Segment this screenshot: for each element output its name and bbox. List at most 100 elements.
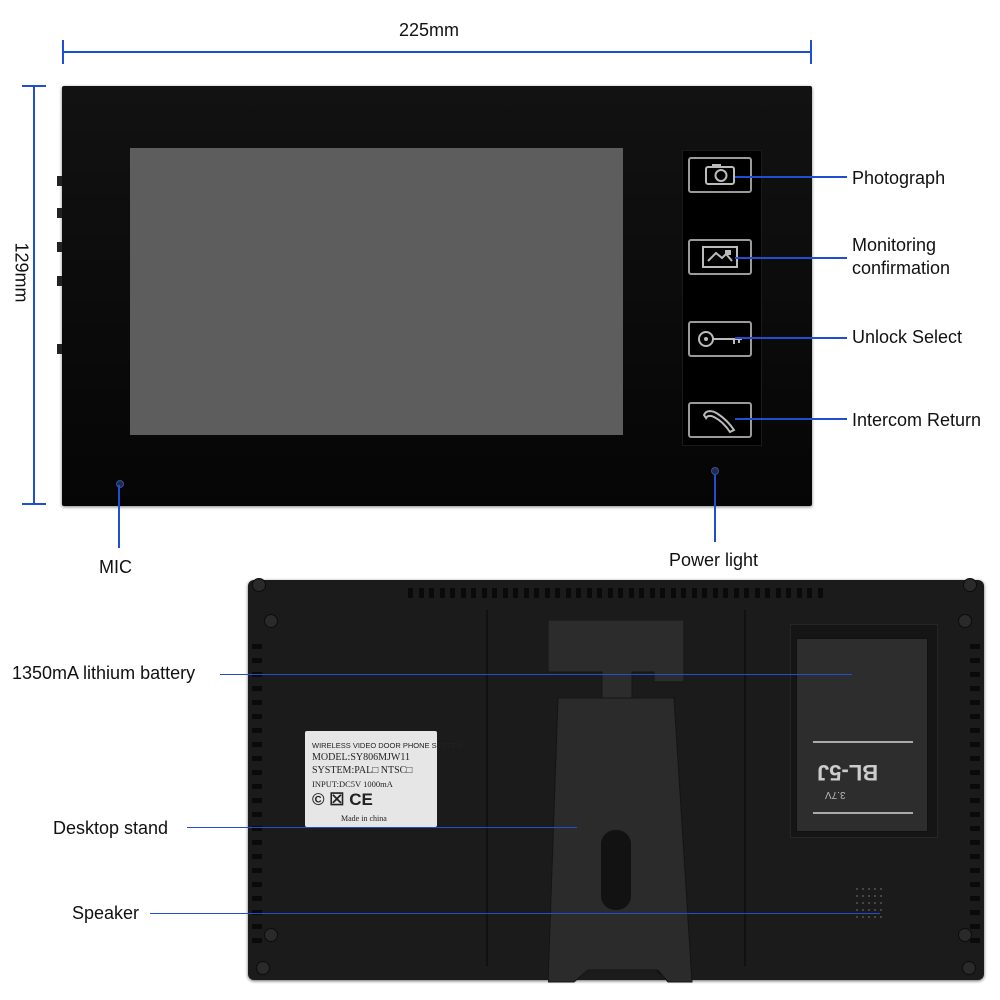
vent-slot [252, 924, 262, 929]
vent-slot [628, 588, 634, 598]
vent-slot [502, 588, 508, 598]
vent-slot [733, 588, 739, 598]
vent-slot [471, 588, 476, 598]
speaker-hole [856, 888, 858, 890]
unlock-select-button[interactable] [688, 321, 752, 357]
label-photograph: Photograph [852, 168, 946, 188]
vent-slot [252, 868, 262, 873]
sticker-line-model: MODEL:SY806MJW11 [312, 752, 410, 763]
callout-line-intercom [735, 418, 847, 420]
sticker-line-system: SYSTEM:PAL□ NTSC□ [312, 765, 413, 776]
vent-slot [607, 588, 613, 598]
width-dimension-tick-left [62, 40, 64, 64]
label-monitoring-line2: confirmation [852, 258, 951, 278]
vent-slot [544, 588, 550, 598]
camera-icon [705, 164, 735, 185]
speaker-hole [874, 916, 876, 918]
battery-stripe [813, 741, 913, 743]
speaker-hole [880, 909, 882, 911]
sticker-certification-marks: © ☒ CE [312, 790, 373, 809]
vent-slot [670, 588, 676, 598]
speaker-hole [868, 916, 870, 918]
callout-line-battery [220, 674, 852, 675]
speaker-hole [868, 895, 870, 897]
callout-line-speaker [150, 913, 880, 914]
screw [264, 614, 278, 628]
vent-slot [252, 728, 262, 733]
mic-hole [116, 480, 124, 488]
vent-slot [408, 588, 413, 598]
callout-line-stand [187, 827, 577, 828]
vent-slot [970, 840, 980, 845]
vent-slot [970, 938, 980, 943]
vent-slot [252, 714, 262, 719]
label-power-light: Power light [669, 550, 759, 570]
battery-model-text: BL-5J [817, 760, 879, 785]
product-label-sticker: WIRELESS VIDEO DOOR PHONE SYSTEM MODEL:S… [305, 731, 462, 827]
speaker-hole [868, 888, 870, 890]
vent-slot [252, 686, 262, 691]
sticker-line-origin: Made in china [341, 814, 387, 823]
vent-slot [970, 896, 980, 901]
screw [963, 578, 977, 592]
battery-voltage-text: 3.7V [825, 789, 846, 800]
vent-slot [681, 588, 686, 598]
width-dimension-line [62, 51, 812, 53]
callout-line-unlock [735, 337, 847, 339]
speaker-hole [862, 909, 864, 911]
screw [252, 578, 266, 592]
photograph-button[interactable] [688, 157, 752, 193]
speaker-hole [868, 909, 870, 911]
vent-slot [970, 770, 980, 775]
side-button [57, 276, 62, 286]
vent-slot [970, 798, 980, 803]
vent-slot [597, 588, 602, 598]
height-dimension-label: 129mm [11, 242, 32, 303]
vent-slot [492, 588, 497, 598]
label-unlock-select: Unlock Select [852, 327, 963, 347]
label-desktop-stand: Desktop stand [53, 818, 169, 838]
vent-slot [252, 882, 262, 887]
vent-slot [523, 588, 529, 598]
vent-slot [970, 854, 980, 859]
vent-slot [660, 588, 665, 598]
height-dimension-tick-bottom [22, 503, 46, 505]
vent-slot [775, 588, 781, 598]
key-icon [698, 331, 742, 347]
intercom-return-button[interactable] [688, 402, 752, 438]
side-button [57, 344, 62, 354]
speaker-hole [856, 916, 858, 918]
callout-line-photograph [735, 176, 847, 178]
label-speaker: Speaker [72, 903, 140, 923]
lithium-battery: BL-5J 3.7V [796, 638, 928, 832]
vent-slot [576, 588, 581, 598]
vent-slot [252, 910, 262, 915]
screw [264, 928, 278, 942]
vent-slot [252, 840, 262, 845]
side-button [57, 242, 62, 252]
label-monitoring-line1: Monitoring [852, 235, 937, 255]
vent-slot [702, 588, 707, 598]
vent-slot [586, 588, 592, 598]
speaker-hole [856, 902, 858, 904]
speaker-hole [856, 895, 858, 897]
vent-slot [639, 588, 644, 598]
vent-slot [252, 826, 262, 831]
vent-slot [970, 742, 980, 747]
speaker-hole [874, 895, 876, 897]
vent-slot [555, 588, 560, 598]
vent-slot [252, 644, 262, 649]
speaker-grille [856, 888, 886, 924]
screw [958, 928, 972, 942]
width-dimension-label: 225mm [399, 20, 460, 40]
speaker-hole [880, 895, 882, 897]
vent-slot [252, 896, 262, 901]
vent-slot [252, 658, 262, 663]
phone-handset-icon [702, 410, 736, 434]
vent-slot [252, 812, 262, 817]
speaker-hole [874, 888, 876, 890]
speaker-hole [856, 909, 858, 911]
speaker-hole [880, 916, 882, 918]
vent-slot [618, 588, 623, 598]
speaker-hole [868, 902, 870, 904]
